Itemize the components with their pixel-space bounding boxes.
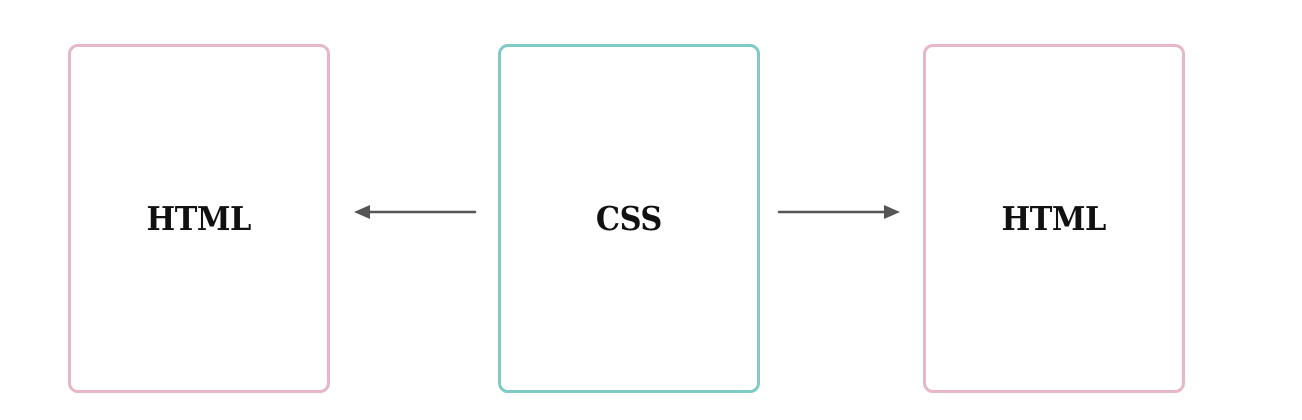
- html-box-left-label: HTML: [146, 199, 252, 238]
- html-box-right: HTML: [923, 44, 1185, 393]
- css-box-label: CSS: [596, 199, 662, 238]
- html-box-right-label: HTML: [1001, 199, 1107, 238]
- css-box: CSS: [498, 44, 760, 393]
- arrow-left-icon: [354, 205, 477, 219]
- arrow-right-icon: [777, 205, 900, 219]
- html-box-left: HTML: [68, 44, 330, 393]
